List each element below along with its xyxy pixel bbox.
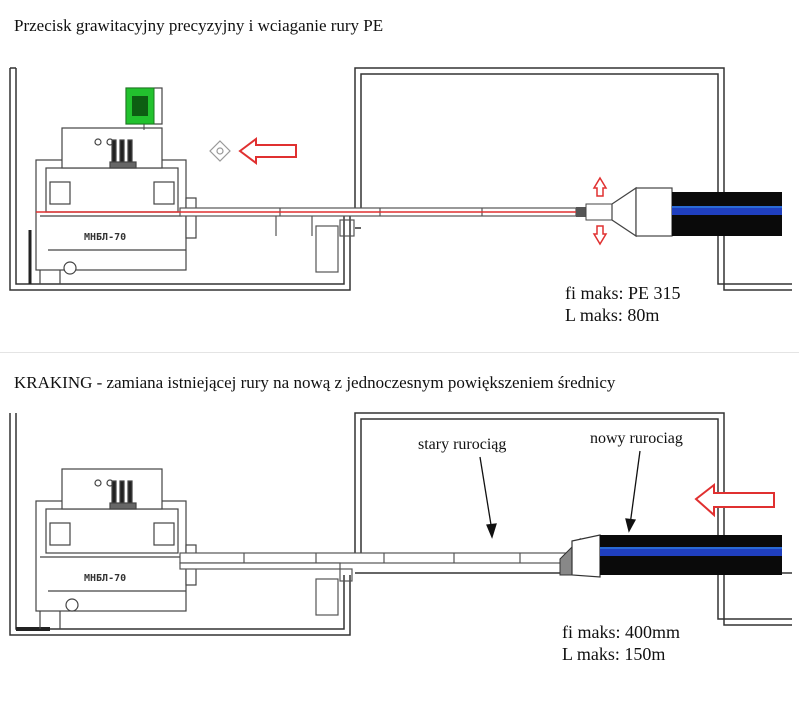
machine-label: МНБЛ-70 [84, 573, 126, 584]
launch-pit [9, 67, 351, 291]
expansion-arrow-up-icon [592, 176, 608, 197]
control-unit [125, 87, 163, 130]
launch-pit [9, 413, 351, 636]
new-pe-pipe [600, 535, 782, 575]
pipe-bursting-scene: МНБЛ-70 [9, 412, 792, 636]
panel-pipe-pulling: Przecisk grawitacyjny precyzyjny i wciag… [0, 0, 799, 348]
spec-length: L maks: 80m [565, 305, 660, 325]
callout-new-pipe: nowy rurociag [590, 430, 683, 447]
specs-block: fi maks: PE 315 L maks: 80m [565, 282, 681, 326]
spec-diameter: fi maks: 400mm [562, 622, 680, 642]
bursting-head [559, 534, 601, 578]
receiving-pit [354, 67, 792, 291]
direction-arrow-left-icon [694, 482, 775, 518]
direction-arrow-left-icon [238, 137, 297, 165]
machine-label: МНБЛ-70 [84, 232, 126, 243]
pe-pipe [672, 192, 782, 236]
rod-supports [275, 216, 355, 273]
drilling-machine [28, 127, 197, 284]
panel-title: KRAKING - zamiana istniejącej rury na no… [14, 373, 616, 392]
expansion-arrow-down-icon [592, 225, 608, 246]
reamer [576, 186, 673, 238]
pipe-pulling-scene: МНБЛ-70 [9, 67, 792, 291]
panel-pipe-bursting: KRAKING - zamiana istniejącej rury na no… [0, 352, 799, 701]
spec-length: L maks: 150m [562, 644, 666, 664]
pit-floor-mark [16, 627, 50, 631]
callout-arrow-old-pipe [479, 456, 497, 539]
callout-arrow-new-pipe [625, 450, 641, 533]
spec-diameter: fi maks: PE 315 [565, 283, 681, 303]
target-icon [209, 140, 231, 162]
panel-title: Przecisk grawitacyjny precyzyjny i wciag… [14, 16, 384, 35]
old-pipe-rods [179, 552, 573, 570]
callout-old-pipe: stary rurociąg [418, 436, 506, 453]
drilling-machine [35, 468, 197, 629]
rod-supports [315, 568, 353, 616]
specs-block: fi maks: 400mm L maks: 150m [562, 621, 680, 665]
